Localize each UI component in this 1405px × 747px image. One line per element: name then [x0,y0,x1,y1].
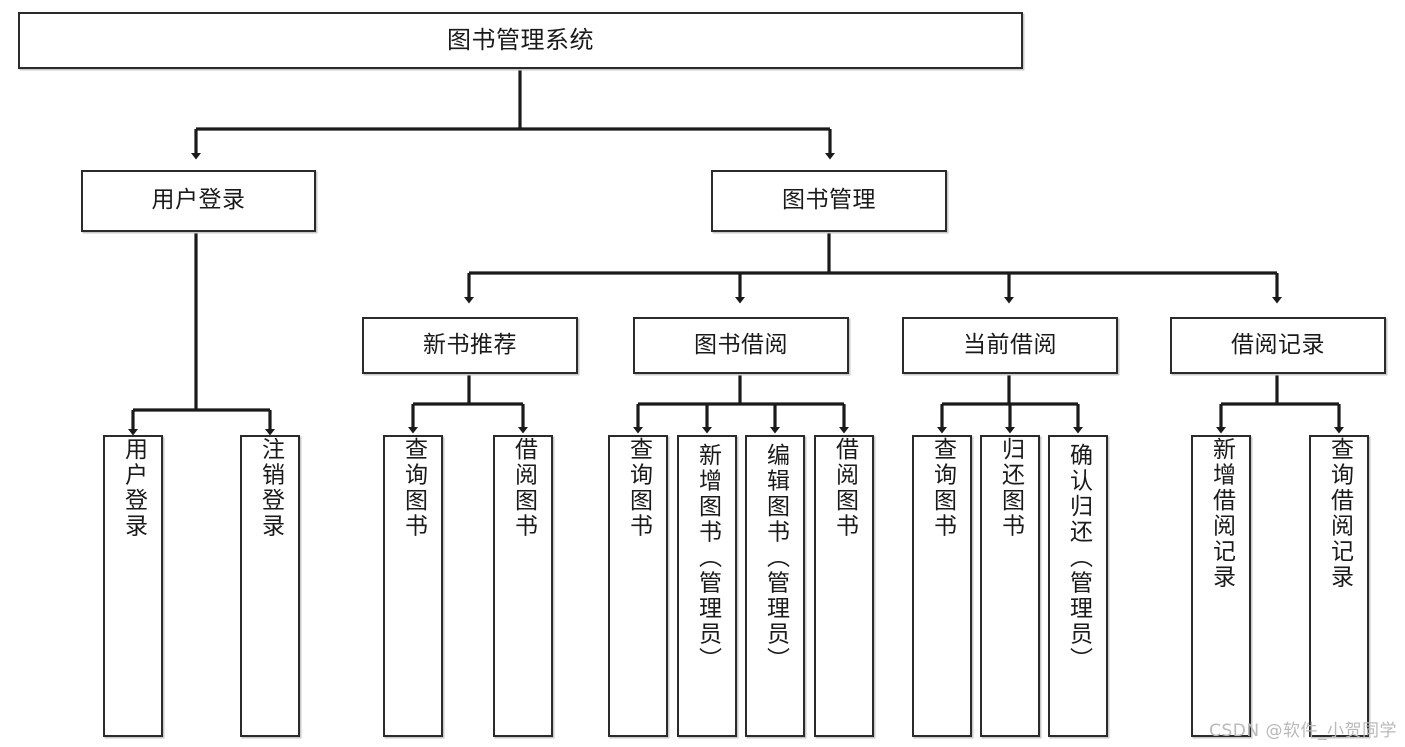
node-leaf-query-book-a-label: 查询图书 [400,437,427,539]
node-leaf-query-book-b[interactable]: 查询图书 [608,435,668,737]
node-leaf-query-book-c[interactable]: 查询图书 [912,435,972,737]
node-leaf-borrow-book-a[interactable]: 借阅图书 [493,435,553,737]
node-leaf-query-record[interactable]: 查询借阅记录 [1309,435,1369,737]
node-leaf-query-record-label: 查询借阅记录 [1326,437,1353,590]
node-book-borrow[interactable]: 图书借阅 [633,317,849,374]
node-leaf-user-login-label: 用户登录 [120,437,147,539]
node-leaf-borrow-book-b[interactable]: 借阅图书 [814,435,874,737]
node-leaf-user-login[interactable]: 用户登录 [103,435,163,737]
node-book-manage[interactable]: 图书管理 [711,170,947,232]
node-leaf-confirm-return-label: 确认归还（管理员） [1065,443,1092,673]
node-borrow-record[interactable]: 借阅记录 [1170,317,1386,374]
node-leaf-add-book[interactable]: 新增图书（管理员） [677,435,737,737]
node-leaf-edit-book[interactable]: 编辑图书（管理员） [745,435,805,737]
node-leaf-return-book[interactable]: 归还图书 [980,435,1040,737]
node-leaf-add-record[interactable]: 新增借阅记录 [1191,435,1251,737]
node-leaf-borrow-book-a-label: 借阅图书 [510,437,537,539]
node-root[interactable]: 图书管理系统 [18,12,1023,69]
node-leaf-return-book-label: 归还图书 [997,437,1024,539]
node-leaf-query-book-c-label: 查询图书 [929,437,956,539]
node-user-login-label: 用户登录 [151,187,246,214]
node-leaf-query-book-b-label: 查询图书 [625,437,652,539]
watermark: CSDN @软件_小贺同学 [1209,721,1397,741]
node-new-book-recommend-label: 新书推荐 [423,331,517,358]
node-leaf-borrow-book-b-label: 借阅图书 [831,437,858,539]
node-leaf-logout-label: 注销登录 [257,437,284,539]
node-user-login[interactable]: 用户登录 [81,170,316,232]
node-leaf-edit-book-label: 编辑图书（管理员） [762,443,789,673]
node-book-borrow-label: 图书借阅 [694,331,788,358]
node-leaf-query-book-a[interactable]: 查询图书 [383,435,443,737]
node-borrow-record-label: 借阅记录 [1231,331,1325,358]
node-leaf-add-record-label: 新增借阅记录 [1208,437,1235,590]
node-current-borrow-label: 当前借阅 [963,331,1057,358]
node-book-manage-label: 图书管理 [782,187,876,214]
node-current-borrow[interactable]: 当前借阅 [902,317,1118,374]
node-root-label: 图书管理系统 [447,26,594,55]
node-leaf-logout[interactable]: 注销登录 [240,435,300,737]
node-leaf-add-book-label: 新增图书（管理员） [694,443,721,673]
node-new-book-recommend[interactable]: 新书推荐 [362,317,578,374]
node-leaf-confirm-return[interactable]: 确认归还（管理员） [1048,435,1108,737]
